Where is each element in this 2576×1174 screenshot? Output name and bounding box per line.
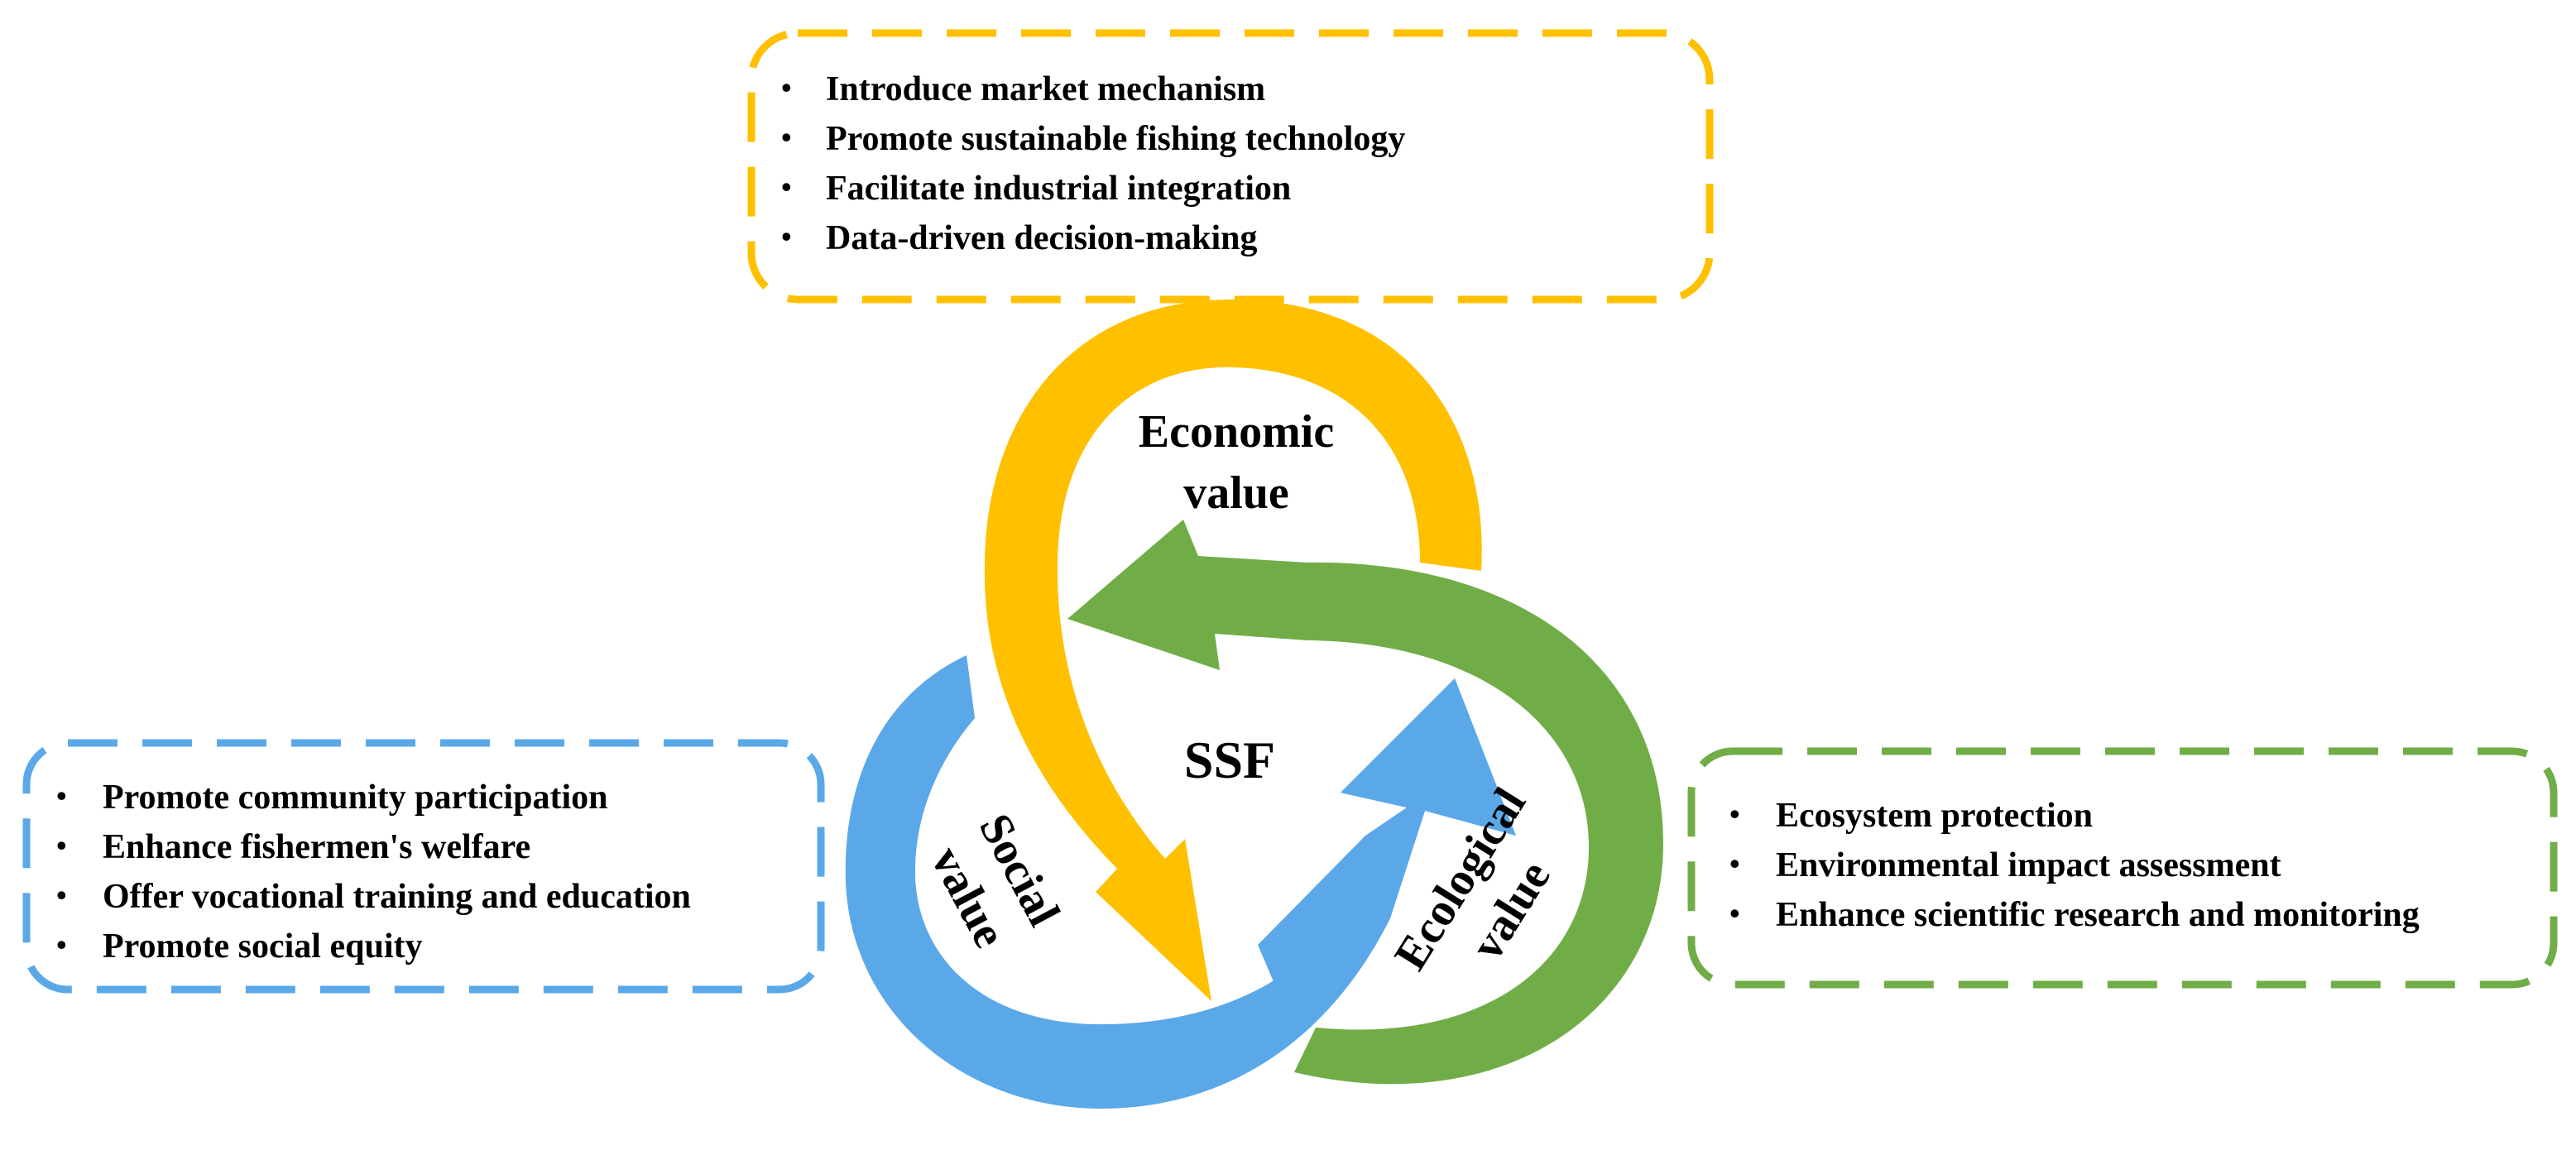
bullet-icon: • bbox=[1729, 847, 1740, 880]
bullet-icon: • bbox=[56, 779, 67, 812]
bullet-icon: • bbox=[781, 220, 792, 253]
list-item: Data-driven decision-making bbox=[826, 219, 1258, 257]
economic-title-2: value bbox=[1183, 467, 1289, 519]
list-item: Enhance fishermen's welfare bbox=[103, 828, 530, 866]
ecological-box bbox=[1687, 747, 2558, 989]
bullet-icon: • bbox=[1729, 897, 1740, 930]
list-item: Introduce market mechanism bbox=[826, 70, 1265, 108]
list-item: Enhance scientific research and monitori… bbox=[1776, 896, 2420, 934]
bullet-icon: • bbox=[781, 170, 792, 204]
list-item: Offer vocational training and education bbox=[103, 878, 691, 916]
bullet-icon: • bbox=[56, 928, 67, 961]
bullet-icon: • bbox=[1729, 798, 1740, 831]
economic-list: • Introduce market mechanism • Promote s… bbox=[781, 70, 1405, 257]
ecological-arrow bbox=[1067, 520, 1663, 1085]
list-item: Ecosystem protection bbox=[1776, 797, 2093, 835]
list-item: Promote sustainable fishing technology bbox=[826, 120, 1405, 158]
social-arrow-overlap bbox=[1258, 678, 1516, 1023]
list-item: Facilitate industrial integration bbox=[826, 170, 1291, 208]
list-item: Environmental impact assessment bbox=[1776, 846, 2281, 884]
bullet-icon: • bbox=[781, 71, 792, 104]
bullet-icon: • bbox=[56, 829, 67, 862]
list-item: Promote community participation bbox=[103, 779, 607, 817]
list-item: Promote social equity bbox=[103, 927, 423, 966]
bullet-icon: • bbox=[56, 879, 67, 912]
center-label: SSF bbox=[1184, 731, 1275, 789]
social-list: • Promote community participation • Enha… bbox=[56, 779, 691, 966]
social-box bbox=[22, 739, 825, 994]
ecological-list: • Ecosystem protection • Environmental i… bbox=[1729, 797, 2420, 934]
bullet-icon: • bbox=[781, 121, 792, 154]
economic-title: Economic bbox=[1139, 406, 1334, 458]
economic-arrow bbox=[984, 299, 1482, 1001]
